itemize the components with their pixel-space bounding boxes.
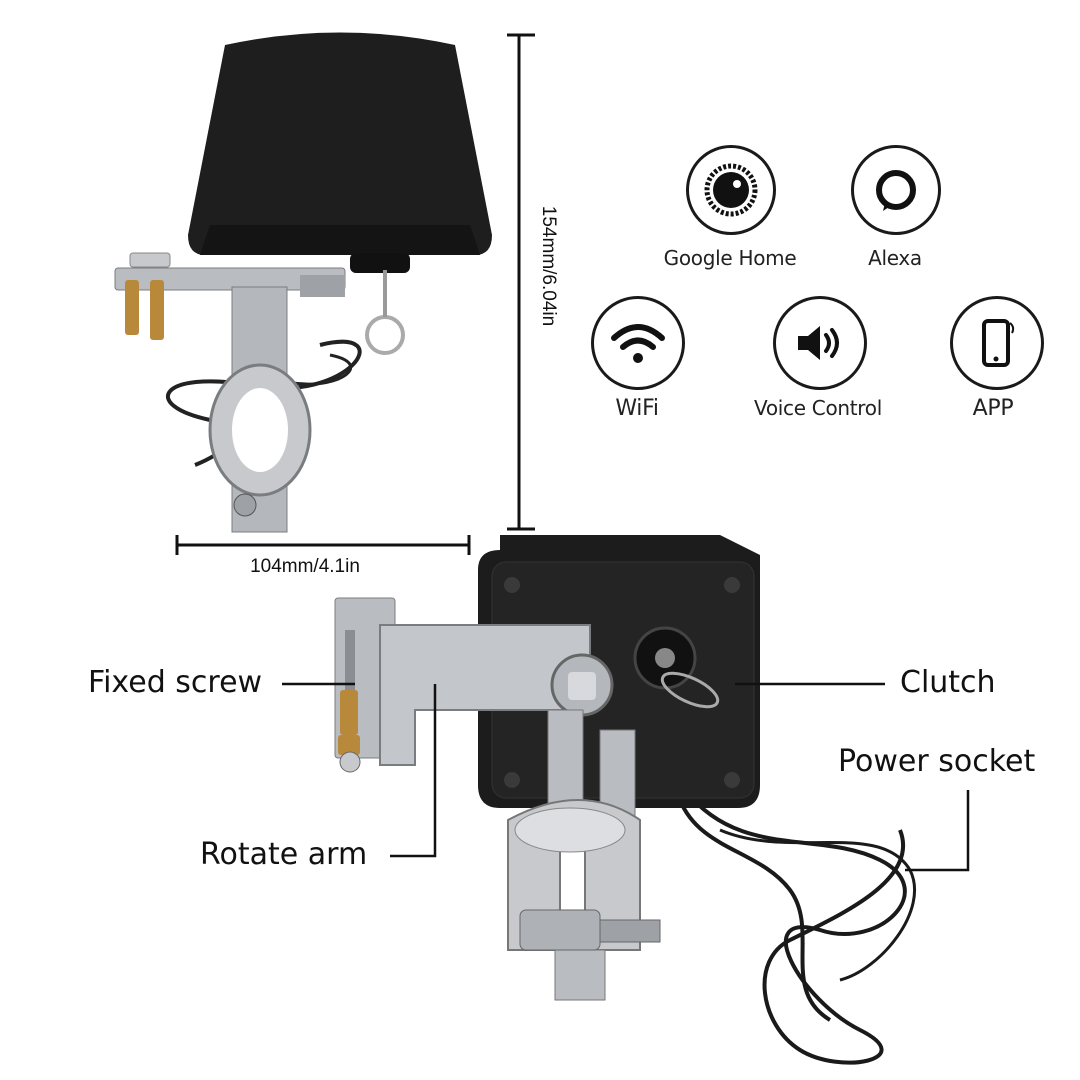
fixed-screw-label: Fixed screw xyxy=(88,665,263,700)
valve-front-view xyxy=(114,32,492,533)
smartphone-icon xyxy=(950,296,1044,390)
wifi-icon xyxy=(591,296,685,390)
valve-back-view xyxy=(334,535,917,1065)
alexa-icon xyxy=(851,145,941,235)
google-home-label: Google Home xyxy=(663,246,797,270)
clutch-label: Clutch xyxy=(900,665,996,700)
voice-control-label: Voice Control xyxy=(754,396,882,420)
width-dimension-line xyxy=(175,535,471,555)
wifi-label: WiFi xyxy=(615,396,659,421)
width-label: 104mm/4.1in xyxy=(250,556,360,577)
power-socket-label: Power socket xyxy=(838,744,1036,779)
google-home-icon xyxy=(686,145,776,235)
alexa-label: Alexa xyxy=(868,246,922,270)
rotate-arm-label: Rotate arm xyxy=(200,837,368,872)
speaker-icon xyxy=(773,296,867,390)
height-dimension-line xyxy=(507,33,535,531)
app-label: APP xyxy=(972,396,1014,421)
